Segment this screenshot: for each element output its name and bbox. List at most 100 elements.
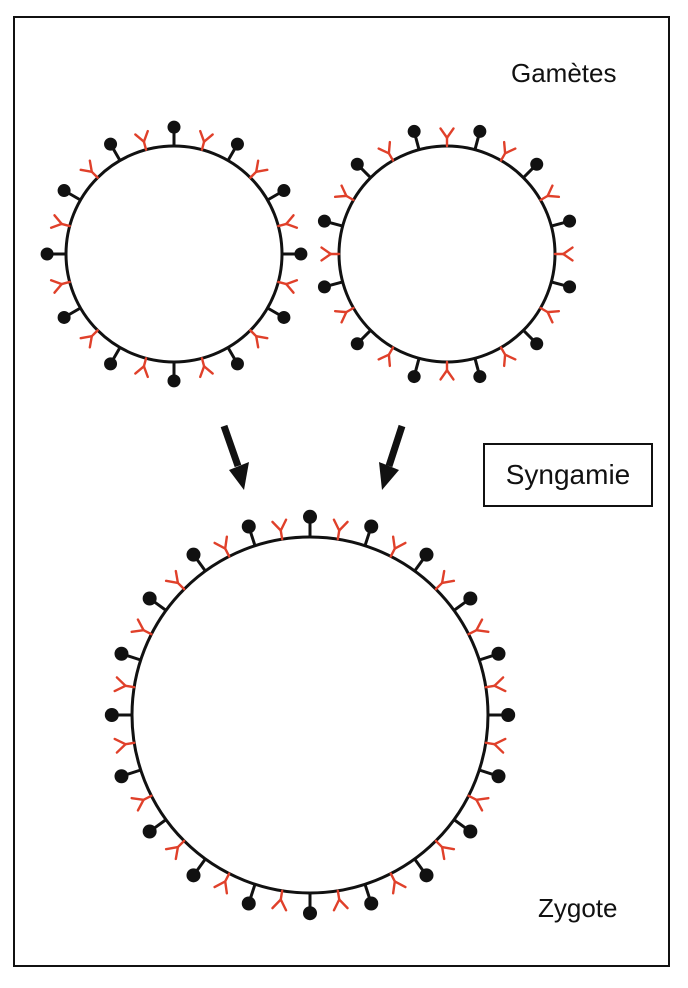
gamete-left-cell: [40, 120, 308, 388]
receptor-marker: [333, 184, 355, 202]
ligand-marker: [473, 124, 487, 151]
receptor-marker: [389, 535, 407, 558]
receptor-marker: [467, 794, 490, 812]
ligand-marker: [104, 708, 132, 722]
ligand-marker: [114, 768, 142, 784]
gametes-label: Gamètes: [511, 58, 617, 88]
syngamie-box: Syngamie: [483, 443, 653, 507]
ligand-marker: [186, 858, 207, 883]
receptor-marker: [332, 518, 349, 541]
arrow-left: [220, 424, 249, 490]
ligand-marker: [453, 591, 478, 612]
ligand-marker: [241, 519, 257, 547]
ligand-marker: [226, 346, 244, 371]
receptor-marker: [199, 357, 214, 379]
receptor-marker: [199, 129, 214, 151]
receptor-marker: [320, 246, 341, 262]
receptor-marker: [434, 569, 456, 591]
receptor-marker: [164, 569, 186, 591]
ligand-marker: [413, 547, 434, 572]
ligand-marker: [142, 591, 167, 612]
ligand-marker: [363, 883, 379, 911]
receptor-marker: [333, 306, 355, 324]
receptor-marker: [249, 329, 269, 349]
figure-frame: [13, 16, 670, 967]
ligand-marker: [478, 646, 506, 662]
ligand-marker: [407, 357, 421, 384]
ligand-marker: [226, 137, 244, 162]
ligand-marker: [57, 306, 82, 324]
receptor-marker: [499, 346, 517, 368]
receptor-marker: [434, 839, 456, 861]
ligand-marker: [453, 818, 478, 839]
receptor-marker: [553, 246, 574, 262]
ligand-marker: [266, 306, 291, 324]
receptor-marker: [271, 518, 288, 541]
ligand-marker: [488, 708, 516, 722]
receptor-marker: [213, 872, 231, 895]
receptor-marker: [164, 839, 186, 861]
receptor-marker: [332, 889, 349, 912]
receptor-marker: [49, 214, 71, 229]
receptor-marker: [499, 140, 517, 162]
receptor-marker: [439, 360, 455, 381]
ligand-marker: [241, 883, 257, 911]
ligand-marker: [303, 509, 317, 537]
ligand-marker: [266, 184, 291, 202]
ligand-marker: [550, 280, 577, 294]
zygote-label: Zygote: [538, 893, 618, 923]
zygote-membrane: [130, 535, 490, 895]
arrow-right: [379, 424, 406, 490]
ligand-marker: [57, 184, 82, 202]
receptor-marker: [79, 329, 99, 349]
ligand-marker: [407, 124, 421, 151]
receptor-marker: [213, 535, 231, 558]
ligand-marker: [142, 818, 167, 839]
ligand-marker: [167, 362, 181, 388]
ligand-marker: [40, 247, 66, 261]
ligand-marker: [413, 858, 434, 883]
syngamie-label: Syngamie: [505, 459, 631, 490]
ligand-marker: [522, 329, 544, 351]
receptor-marker: [130, 618, 153, 636]
receptor-marker: [439, 127, 455, 148]
ligand-marker: [350, 157, 372, 179]
receptor-marker: [467, 618, 490, 636]
ligand-marker: [522, 157, 544, 179]
receptor-marker: [249, 159, 269, 179]
receptor-marker: [130, 794, 153, 812]
receptor-marker: [539, 306, 561, 324]
receptor-marker: [113, 737, 136, 754]
gamete-right-cell: [317, 124, 577, 384]
ligand-marker: [167, 120, 181, 146]
receptor-marker: [377, 346, 395, 368]
receptor-marker: [484, 737, 507, 754]
receptor-marker: [484, 676, 507, 693]
ligand-marker: [550, 214, 577, 228]
receptor-marker: [134, 357, 149, 379]
receptor-marker: [539, 184, 561, 202]
ligand-marker: [363, 519, 379, 547]
receptor-marker: [113, 676, 136, 693]
receptor-marker: [271, 889, 288, 912]
ligand-marker: [317, 280, 344, 294]
receptor-marker: [49, 279, 71, 294]
ligand-marker: [350, 329, 372, 351]
ligand-marker: [478, 768, 506, 784]
receptor-marker: [277, 214, 299, 229]
ligand-marker: [104, 346, 122, 371]
receptor-marker: [79, 159, 99, 179]
ligand-marker: [282, 247, 308, 261]
ligand-marker: [104, 137, 122, 162]
ligand-marker: [473, 357, 487, 384]
receptor-marker: [134, 129, 149, 151]
ligand-marker: [114, 646, 142, 662]
gamete-right-membrane: [337, 144, 557, 364]
receptor-marker: [389, 872, 407, 895]
ligand-marker: [303, 893, 317, 921]
receptor-marker: [277, 279, 299, 294]
ligand-marker: [317, 214, 344, 228]
receptor-marker: [377, 140, 395, 162]
zygote-cell: [104, 509, 516, 921]
